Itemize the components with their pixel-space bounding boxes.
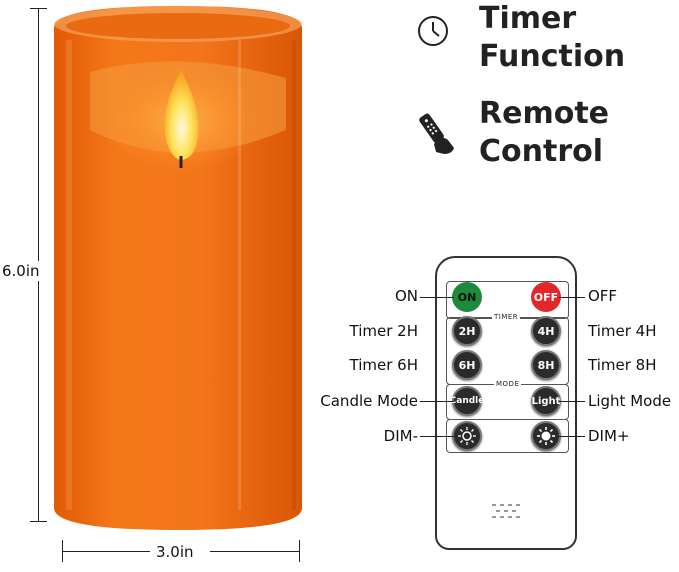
timer-function-title: Timer Function (479, 0, 625, 76)
timer-2h-callout: Timer 2H (349, 322, 418, 340)
dim-plus-callout: DIM+ (588, 427, 630, 445)
light-mode-callout: Light Mode (588, 392, 672, 410)
height-dimension-top-tick (30, 8, 47, 9)
leader-line-off (559, 297, 585, 298)
candle-mode-button[interactable]: Candle (450, 386, 484, 416)
candle-image (54, 6, 302, 530)
height-label: 6.0in (0, 261, 42, 281)
dim-plus-button[interactable] (531, 421, 561, 451)
off-callout: OFF (588, 287, 618, 305)
brightness-low-icon (458, 427, 476, 445)
width-label: 3.0in (156, 543, 194, 561)
remote-speaker-grille (488, 500, 528, 524)
timer-4h-button[interactable]: 4H (531, 316, 561, 346)
timer-6h-button[interactable]: 6H (452, 350, 482, 380)
width-dimension-line-right (210, 551, 300, 552)
width-dimension-line-left (62, 551, 150, 552)
light-mode-button[interactable]: Light (531, 386, 561, 416)
candle-mode-callout: Candle Mode (320, 392, 418, 410)
leader-line-candle (420, 401, 454, 402)
leader-line-on (420, 297, 454, 298)
on-callout: ON (394, 287, 418, 305)
dim-minus-button[interactable] (452, 421, 482, 451)
remote-title-line1: Remote (479, 96, 610, 131)
timer-title-line2: Function (479, 39, 626, 74)
dim-minus-callout: DIM- (383, 427, 418, 445)
leader-line-dim-plus (559, 436, 585, 437)
remote-title-line2: Control (479, 134, 604, 169)
leader-line-light (559, 401, 585, 402)
timer-2h-button[interactable]: 2H (452, 316, 482, 346)
timer-4h-callout: Timer 4H (588, 322, 657, 340)
off-button[interactable]: OFF (531, 282, 561, 312)
clock-icon (418, 16, 448, 46)
brightness-high-icon (537, 427, 555, 445)
width-dimension-left-tick (62, 540, 63, 562)
timer-section-label: TIMER (492, 313, 521, 321)
remote-control-title: Remote Control (479, 95, 609, 171)
leader-line-dim-minus (420, 436, 454, 437)
remote-control-hand-icon (419, 113, 454, 154)
timer-8h-button[interactable]: 8H (531, 350, 561, 380)
mode-section-label: MODE (494, 380, 522, 388)
width-dimension-right-tick (299, 540, 300, 562)
height-dimension-bottom-tick (30, 521, 47, 522)
timer-6h-callout: Timer 6H (349, 356, 418, 374)
timer-8h-callout: Timer 8H (588, 356, 657, 374)
on-button[interactable]: ON (452, 282, 482, 312)
timer-title-line1: Timer (479, 1, 577, 36)
